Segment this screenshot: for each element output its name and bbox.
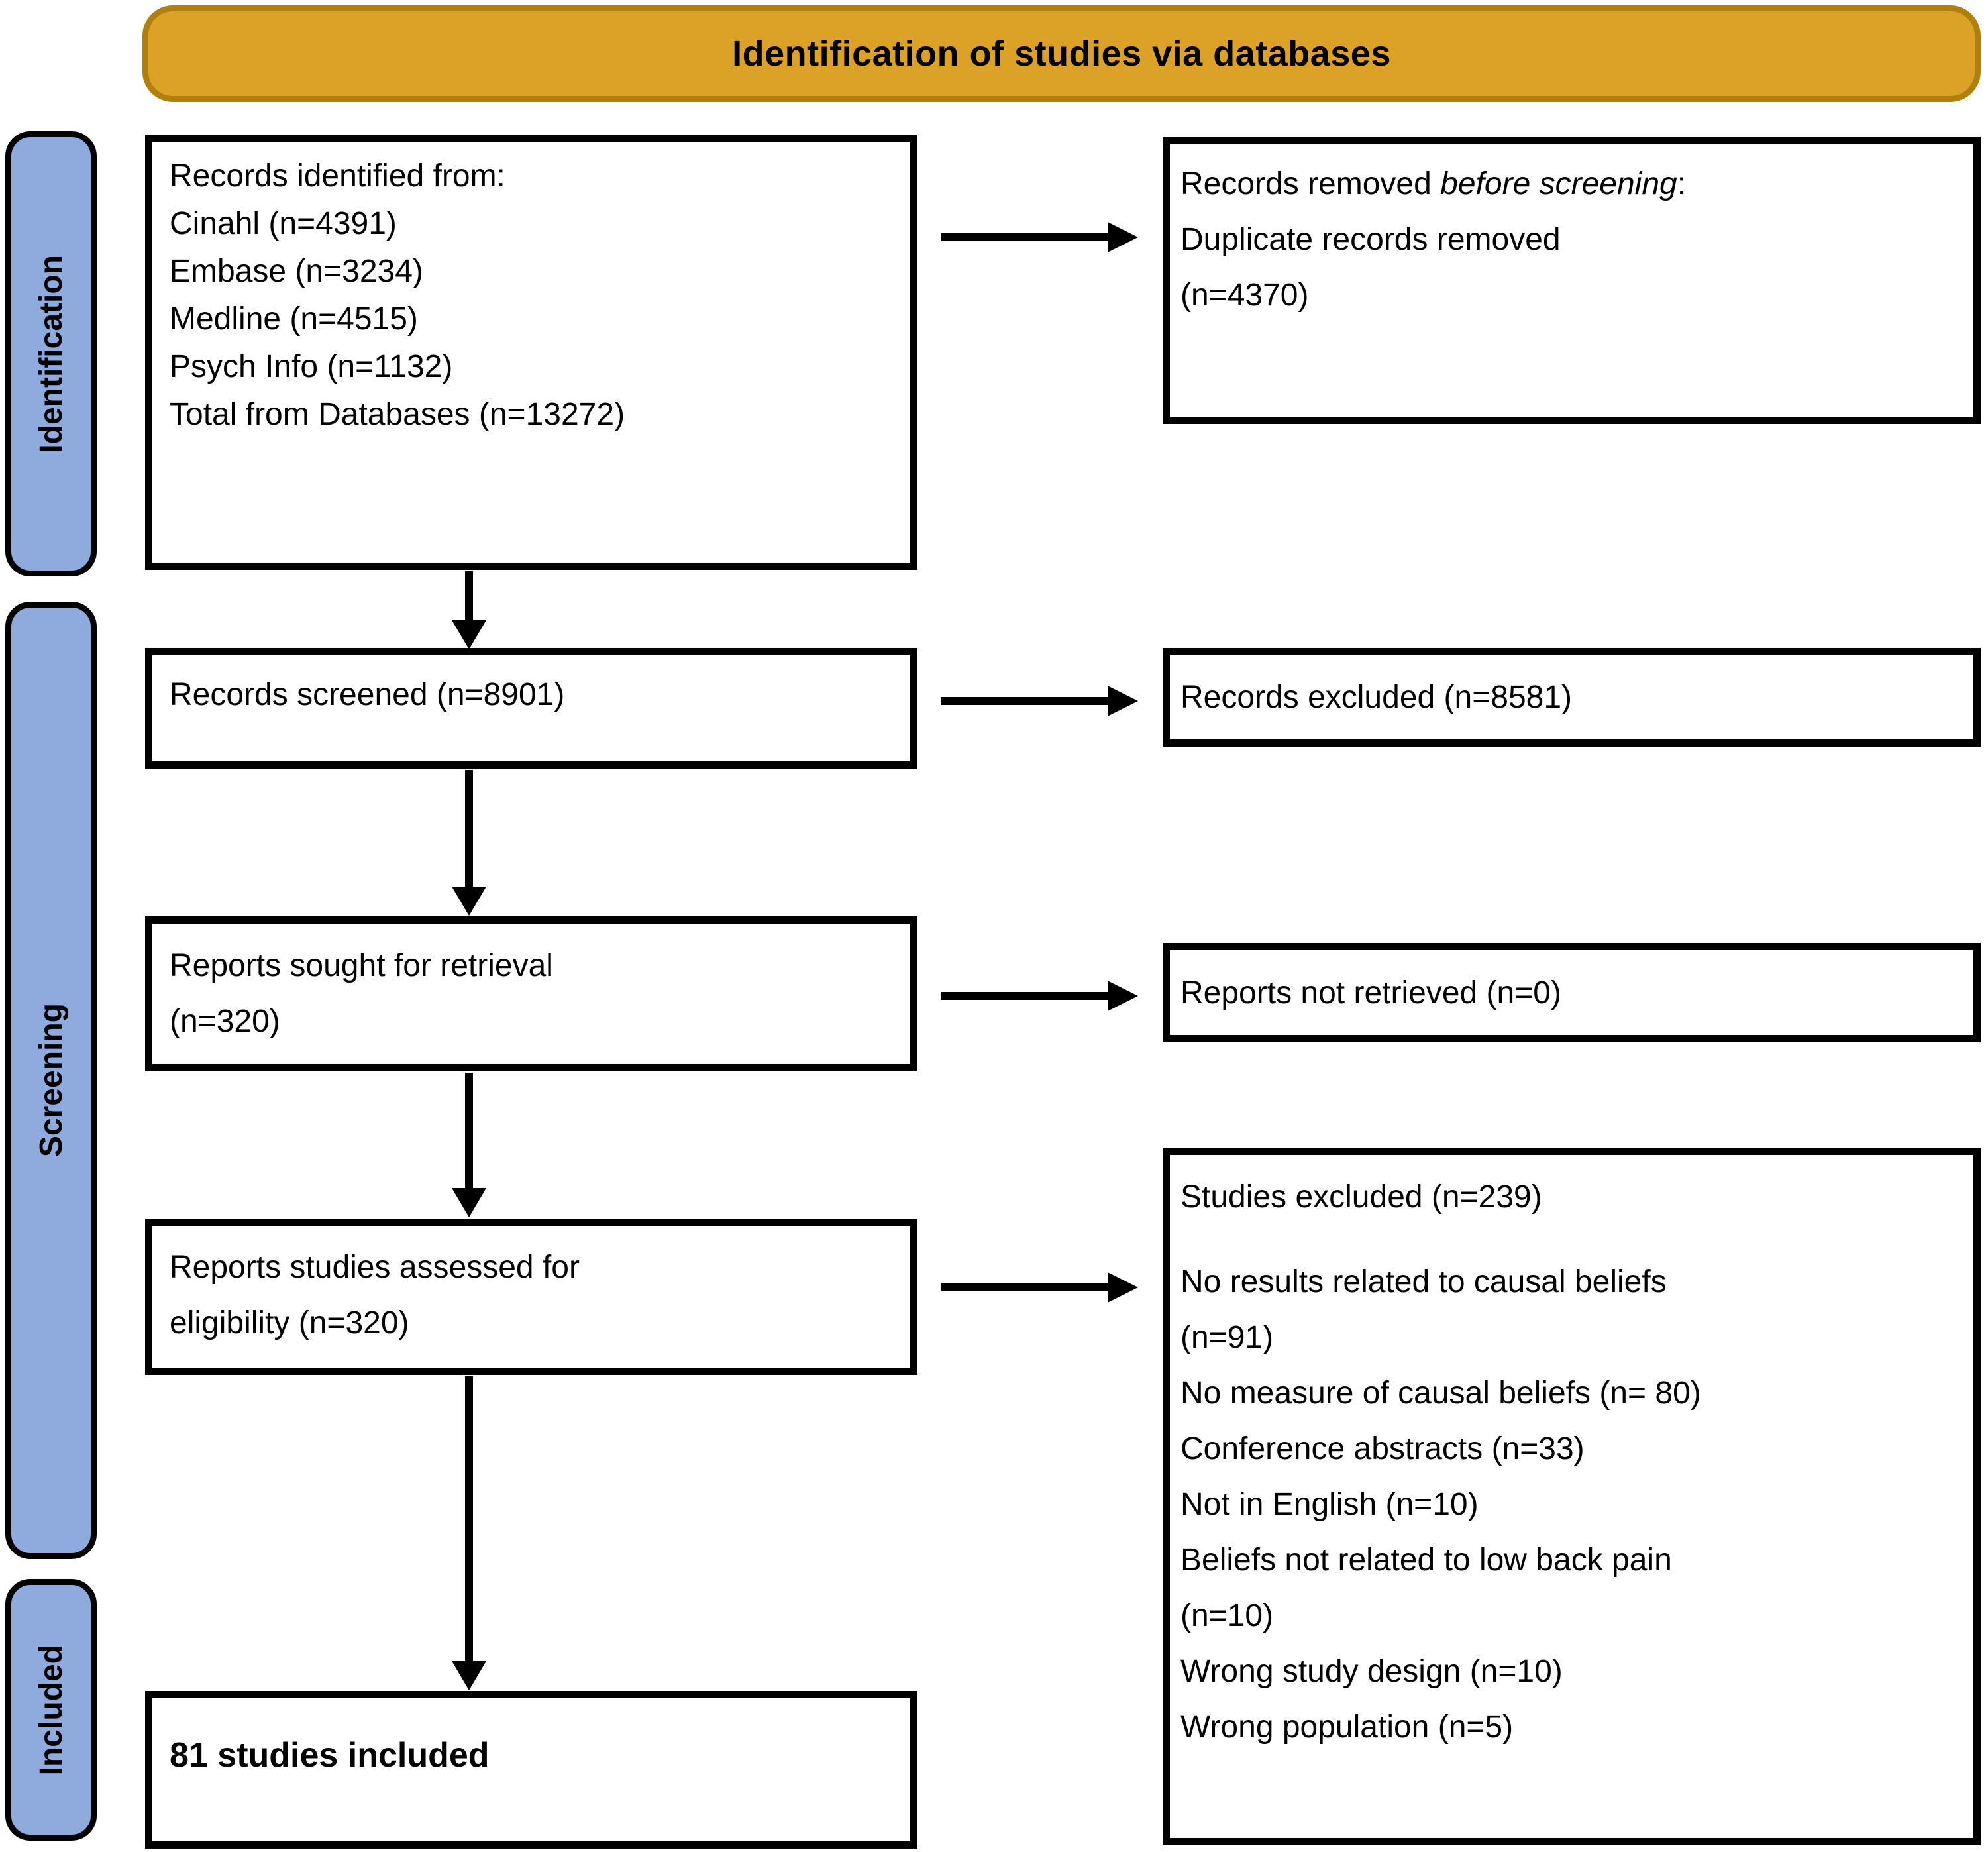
arrow-right-sought-to-not-retrieved <box>941 992 1112 1000</box>
stage-label-screening: Screening <box>5 602 97 1559</box>
arrow-right-head-4 <box>1108 1272 1138 1303</box>
studies-excluded-reason: (n=91) <box>1180 1320 1274 1355</box>
arrow-down-head-2 <box>452 887 486 916</box>
records-removed-line1-italic: before screening <box>1440 166 1677 201</box>
arrow-down-head-3 <box>452 1188 486 1217</box>
box-records-screened: Records screened (n=8901) <box>145 648 917 769</box>
arrow-down-screened-to-sought <box>465 770 473 888</box>
stage-label-identification: Identification <box>5 131 97 576</box>
stage-label-identification-text: Identification <box>33 254 69 453</box>
studies-excluded-reason: (n=10) <box>1180 1598 1274 1633</box>
stage-label-included-text: Included <box>33 1644 69 1776</box>
arrow-down-identified-to-screened <box>465 571 473 622</box>
studies-included-text: 81 studies included <box>170 1736 490 1774</box>
studies-excluded-reason: Not in English (n=10) <box>1180 1487 1479 1522</box>
studies-excluded-reason: Wrong population (n=5) <box>1180 1710 1514 1745</box>
box-reports-sought: Reports sought for retrieval (n=320) <box>145 916 917 1071</box>
records-removed-line3: (n=4370) <box>1180 278 1309 313</box>
reports-assessed-line: eligibility (n=320) <box>170 1305 409 1340</box>
reports-sought-line: (n=320) <box>170 1004 280 1039</box>
reports-assessed-line: Reports studies assessed for <box>170 1250 580 1285</box>
box-studies-included: 81 studies included <box>145 1691 917 1849</box>
banner-title: Identification of studies via databases <box>732 34 1391 74</box>
arrow-right-head-1 <box>1108 222 1138 252</box>
arrow-right-head-2 <box>1108 686 1138 716</box>
records-identified-line: Psych Info (n=1132) <box>170 349 453 384</box>
studies-excluded-reason: Wrong study design (n=10) <box>1180 1654 1563 1689</box>
arrow-down-assessed-to-included <box>465 1376 473 1662</box>
box-reports-assessed: Reports studies assessed for eligibility… <box>145 1219 917 1375</box>
arrow-down-head-4 <box>452 1661 486 1690</box>
records-identified-line: Medline (n=4515) <box>170 301 418 337</box>
arrow-right-head-3 <box>1108 981 1138 1011</box>
records-removed-line1-prefix: Records removed <box>1180 166 1441 201</box>
reports-sought-line: Reports sought for retrieval <box>170 948 553 983</box>
records-removed-line2: Duplicate records removed <box>1180 222 1561 257</box>
records-identified-line: Cinahl (n=4391) <box>170 206 397 241</box>
stage-label-included: Included <box>5 1579 97 1841</box>
studies-excluded-reason: Beliefs not related to low back pain <box>1180 1543 1672 1578</box>
reports-not-retrieved-text: Reports not retrieved (n=0) <box>1180 975 1561 1010</box>
records-identified-line: Records identified from: <box>170 158 505 193</box>
stage-label-screening-text: Screening <box>33 1003 69 1158</box>
arrow-down-sought-to-assessed <box>465 1073 473 1189</box>
box-records-removed: Records removed before screening: Duplic… <box>1163 137 1981 424</box>
banner: Identification of studies via databases <box>142 5 1981 102</box>
arrow-right-identified-to-removed <box>941 233 1112 241</box>
records-screened-text: Records screened (n=8901) <box>170 677 565 712</box>
box-records-identified: Records identified from: Cinahl (n=4391)… <box>145 135 917 570</box>
studies-excluded-reason: No results related to causal beliefs <box>1180 1264 1667 1299</box>
box-reports-not-retrieved: Reports not retrieved (n=0) <box>1163 943 1981 1042</box>
records-excluded-text: Records excluded (n=8581) <box>1180 680 1573 715</box>
records-removed-line1: Records removed before screening: <box>1180 156 1958 212</box>
studies-excluded-reason: Conference abstracts (n=33) <box>1180 1431 1585 1466</box>
box-studies-excluded: Studies excluded (n=239) No results rela… <box>1163 1148 1981 1845</box>
records-identified-line: Embase (n=3234) <box>170 254 423 289</box>
studies-excluded-reason: No measure of causal beliefs (n= 80) <box>1180 1376 1701 1411</box>
records-identified-line: Total from Databases (n=13272) <box>170 397 625 432</box>
studies-excluded-title: Studies excluded (n=239) <box>1180 1179 1542 1215</box>
arrow-down-head-1 <box>452 620 486 649</box>
records-removed-line1-suffix: : <box>1677 166 1687 201</box>
arrow-right-assessed-to-excluded <box>941 1283 1112 1291</box>
arrow-right-screened-to-excluded <box>941 697 1112 705</box>
box-records-excluded: Records excluded (n=8581) <box>1163 648 1981 747</box>
